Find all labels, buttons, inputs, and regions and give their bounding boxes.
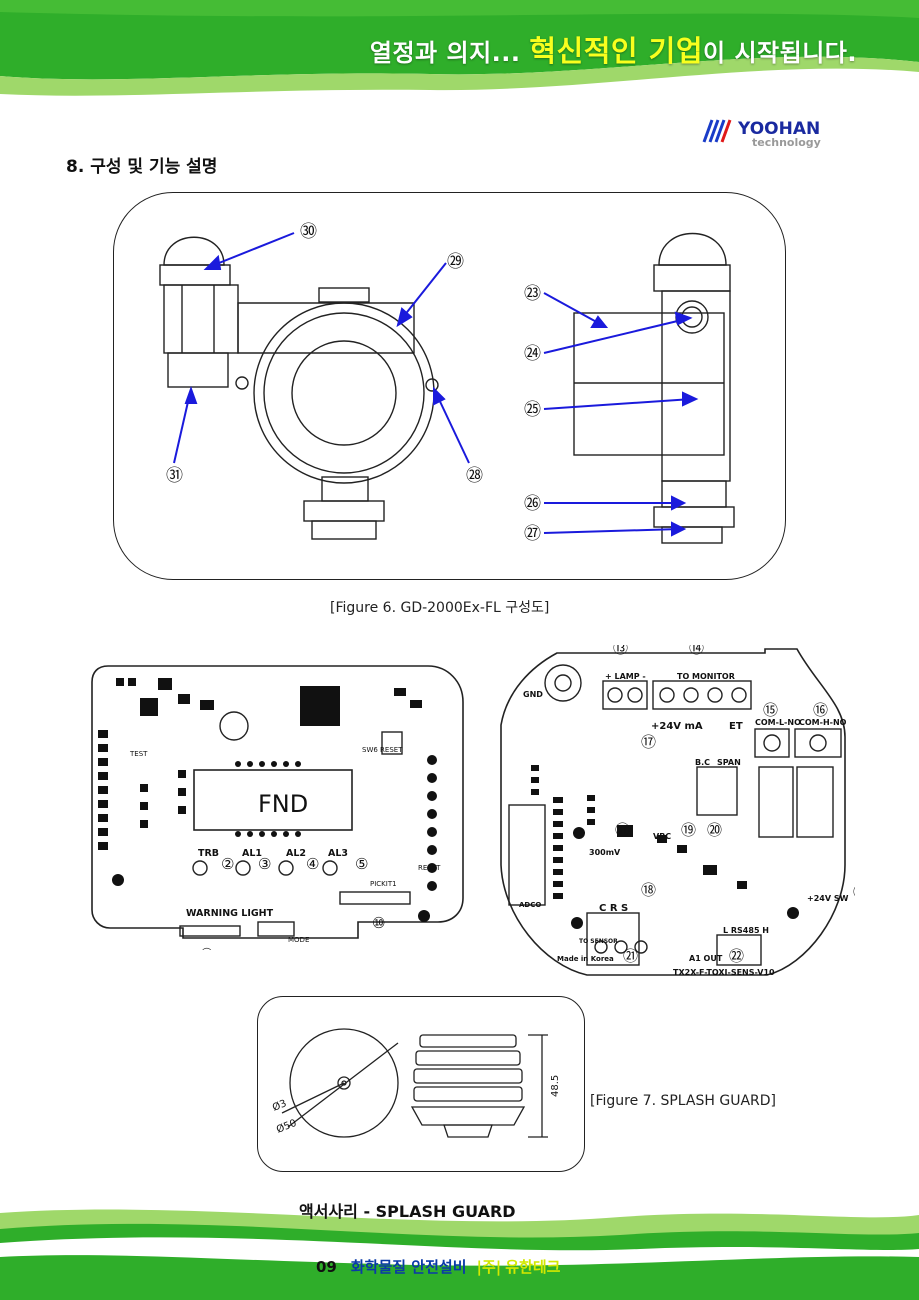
pcb-label-test: TEST [129,750,148,758]
pcb-label-warning-light: WARNING LIGHT [186,908,274,919]
callout-21: ㉑ [623,947,638,965]
pcb-label-com-h-no: COM-H-NO [799,718,847,727]
dim-height: 48.5 [550,1075,561,1097]
pcb-label-lamp: + LAMP - [605,672,646,681]
dim-hole: Ø3 [271,1097,289,1113]
figure7-caption: [Figure 7. SPLASH GUARD] [590,1093,776,1109]
pcb-label-gnd: GND [523,690,543,699]
pcb-left-drawing: FND TRB AL1 AL2 AL3 WARNING LIGHT TEST R… [88,660,483,963]
pcb-label-al2: AL2 [286,848,306,859]
footer-separator: |주| [476,1258,502,1276]
callout-30: ㉚ [300,222,317,242]
callout-28: ㉘ [466,466,483,486]
logo-brand: YOOHAN [737,119,820,139]
footer-text: 09 화학물질 안전설비 |주|유한테크 [316,1256,560,1277]
header-banner [0,0,919,96]
callout-5: ⑤ [355,855,368,873]
pcb-label-24v-sw: +24V SW [807,894,849,903]
pcb-label-rs485: L RS485 H [723,926,769,935]
callout-29: ㉙ [447,252,464,272]
pcb-label-24v-ma: +24V mA [651,721,703,732]
slogan-highlight: 혁신적인 기업 [529,34,704,68]
callout-27: ㉗ [524,524,541,544]
pcb-label-trb: TRB [198,848,219,859]
callout-22: ㉒ [729,947,744,965]
pcb-label-vbc: VBC [653,832,671,841]
callout-18: ⑱ [641,881,656,899]
pcb-label-adco: ADCO [519,901,541,909]
pcb-label-reset: RESET [418,864,441,872]
pcb-label-crs: C R S [599,903,628,914]
footer-banner [0,1209,919,1300]
pcb-label-com-l-no: COM-L-NO [755,718,801,727]
callout-9: ⑨ [200,945,213,950]
pcb-label-al3: AL3 [328,848,348,859]
callout-15: ⑮ [763,701,778,719]
figure6-frame: ㉚ ㉙ ㉛ ㉘ ㉓ ㉔ ㉕ ㉖ ㉗ [113,192,786,580]
pcb-right-drawing: GND + LAMP - TO MONITOR +24V mA ET COM-L… [497,639,868,983]
pcb-label-al1: AL1 [242,848,262,859]
callout-20: ⑳ [707,821,722,839]
callout-13: ⑬ [613,645,628,657]
pcb-label-to-sensor: TO SENSOR [579,938,618,945]
dim-diameter: Ø50 [275,1117,299,1136]
callout-2: ② [221,855,234,873]
callout-26: ㉖ [524,494,541,514]
accessory-title: 액서사리 - SPLASH GUARD [299,1202,516,1221]
pcb-label-300mv: 300mV [589,848,621,857]
slogan-text: 열정과 의지... [369,39,530,67]
callout-25: ㉕ [524,400,541,420]
callout-11: ⑪ [615,821,630,839]
callout-23: ㉓ [524,284,541,304]
callout-10: ⑩ [372,914,385,932]
figure6-caption: [Figure 6. GD-2000Ex-FL 구성도] [330,600,550,616]
slogan-text-end: 이 시작됩니다. [703,39,857,67]
pcb-label-sw6-reset: SW6 RESET [362,746,403,754]
callout-31: ㉛ [166,466,183,486]
figure6-drawing: ㉚ ㉙ ㉛ ㉘ ㉓ ㉔ ㉕ ㉖ ㉗ [159,222,735,544]
footer-company: 유한테크 [505,1258,561,1276]
callout-12: ⑫ [853,883,855,901]
company-logo: YOOHAN technology [700,112,850,150]
pcb-label-bc: B.C [695,758,710,767]
pcb-label-board-id: TX2X-F-TOXI-SENS-V10 [673,968,775,977]
logo-sub: technology [752,136,821,149]
fnd-label: FND [258,790,308,818]
callout-24: ㉔ [524,344,541,364]
callout-4: ④ [306,855,319,873]
callout-16: ⑯ [813,701,828,719]
callout-14: ⑭ [689,645,704,657]
figure7-frame: Ø3 Ø50 48.5 [257,996,585,1172]
header-slogan: 열정과 의지... 혁신적인 기업이 시작됩니다. [370,28,857,70]
splash-guard-drawing: Ø3 Ø50 48.5 [271,1028,561,1138]
pcb-label-span: SPAN [717,758,741,767]
pcb-label-to-monitor: TO MONITOR [677,672,735,681]
pcb-label-mode: MODE [288,936,309,944]
pcb-label-pickit1: PICKIT1 [370,880,397,888]
pcb-label-et: ET [729,721,743,732]
callout-3: ③ [258,855,271,873]
section-title: 8. 구성 및 기능 설명 [66,157,218,177]
pcb-label-made-in-korea: Made in Korea [557,955,614,963]
callout-17: ⑰ [641,733,656,751]
callout-19: ⑲ [681,821,696,839]
page-number: 09 [316,1258,337,1276]
pcb-label-a1-out: A1 OUT [689,954,723,963]
footer-name: 화학물질 안전설비 [350,1258,467,1276]
